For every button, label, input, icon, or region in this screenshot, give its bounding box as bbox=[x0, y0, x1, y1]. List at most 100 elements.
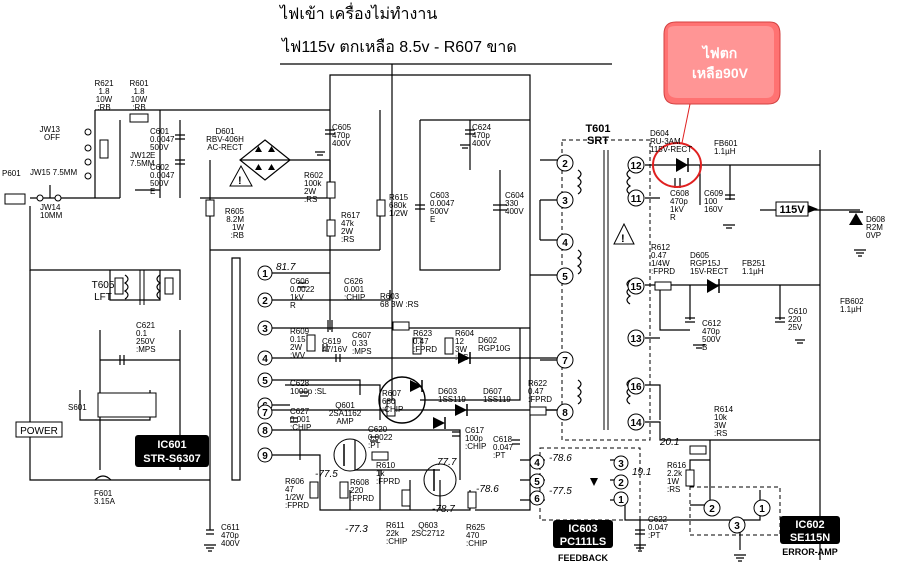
r609-symbol bbox=[306, 334, 316, 352]
svg-text:7: 7 bbox=[562, 356, 568, 367]
p601-label: P601 bbox=[2, 169, 21, 178]
t601-coils bbox=[576, 150, 632, 430]
svg-text:4: 4 bbox=[534, 458, 540, 469]
svg-text:14: 14 bbox=[630, 418, 642, 429]
v-20-1: 20.1 bbox=[659, 437, 679, 448]
jw15-label: JW15 7.5MM bbox=[30, 168, 77, 177]
s601-label: S601 bbox=[68, 403, 87, 412]
svg-text:2: 2 bbox=[262, 296, 268, 307]
callout-line2: เหลือ90V bbox=[692, 65, 749, 81]
v-78-6a: -78.6 bbox=[476, 484, 499, 495]
r617-symbol bbox=[326, 219, 336, 237]
voltage-annotations: 81.7 20.1 19.1 -77.5 -77.3 77.7 -78.7 -7… bbox=[276, 262, 679, 535]
svg-text:11: 11 bbox=[631, 194, 642, 205]
svg-text:!: ! bbox=[621, 233, 625, 245]
r608-symbol bbox=[339, 481, 349, 499]
lft-aux2 bbox=[164, 277, 174, 295]
component-symbols: ! ! bbox=[4, 103, 866, 562]
svg-text:3: 3 bbox=[618, 459, 624, 470]
v-81-7: 81.7 bbox=[276, 262, 296, 273]
r615-symbol bbox=[376, 199, 386, 217]
svg-text:16: 16 bbox=[630, 382, 642, 393]
svg-text:3: 3 bbox=[734, 521, 740, 532]
r616-symbol bbox=[685, 469, 695, 487]
ic603-name: IC603 bbox=[568, 523, 597, 535]
v-77-3: -77.3 bbox=[345, 524, 368, 535]
ic602-part: SE115N bbox=[790, 532, 830, 544]
svg-text:3: 3 bbox=[262, 324, 268, 335]
r606-symbol bbox=[309, 481, 319, 499]
v-19-1: 19.1 bbox=[632, 467, 651, 478]
v-77-5a: -77.5 bbox=[315, 469, 338, 480]
svg-text:1: 1 bbox=[262, 269, 268, 280]
svg-text:6: 6 bbox=[534, 494, 540, 505]
r621-symbol bbox=[99, 139, 109, 159]
svg-text:3: 3 bbox=[562, 196, 568, 207]
diagram-title: ไฟเข้า เครื่องไม่ทำงาน bbox=[278, 2, 437, 23]
svg-text:7: 7 bbox=[262, 408, 268, 419]
svg-text:1: 1 bbox=[618, 495, 624, 506]
svg-text:!: ! bbox=[238, 175, 242, 187]
t605-name: T605 bbox=[92, 280, 115, 291]
r604-symbol bbox=[444, 337, 454, 355]
v-77-5b: -77.5 bbox=[549, 486, 572, 497]
svg-text:12: 12 bbox=[630, 161, 642, 172]
ic601-body-edge bbox=[231, 257, 241, 481]
t605-type: LFT bbox=[94, 292, 112, 303]
svg-text:8: 8 bbox=[562, 408, 568, 419]
r607-symbol bbox=[386, 399, 396, 417]
power-box bbox=[15, 421, 63, 438]
svg-text:5: 5 bbox=[562, 272, 568, 283]
r614-symbol bbox=[689, 445, 707, 455]
r603-symbol bbox=[392, 321, 410, 331]
ic601-pins: 1 2 3 4 5 6 8 9 7 bbox=[257, 265, 273, 463]
ic602-name: IC602 bbox=[795, 519, 824, 531]
r612-symbol bbox=[654, 281, 672, 291]
ic601-badge: IC601 STR-S6307 bbox=[135, 435, 209, 467]
r601-symbol bbox=[129, 113, 149, 123]
r602-symbol bbox=[326, 181, 336, 199]
t601-type: SRT bbox=[587, 135, 609, 147]
ic602-badge: IC602 SE115N ERROR-AMP bbox=[780, 516, 840, 557]
v-78-7: -78.7 bbox=[432, 504, 455, 515]
t601-pins: 2 3 4 5 7 8 12 11 15 13 16 14 bbox=[556, 154, 645, 431]
out-115v-label: 115V bbox=[779, 204, 805, 216]
t601-name: T601 bbox=[585, 123, 610, 135]
r625-symbol bbox=[467, 491, 477, 509]
